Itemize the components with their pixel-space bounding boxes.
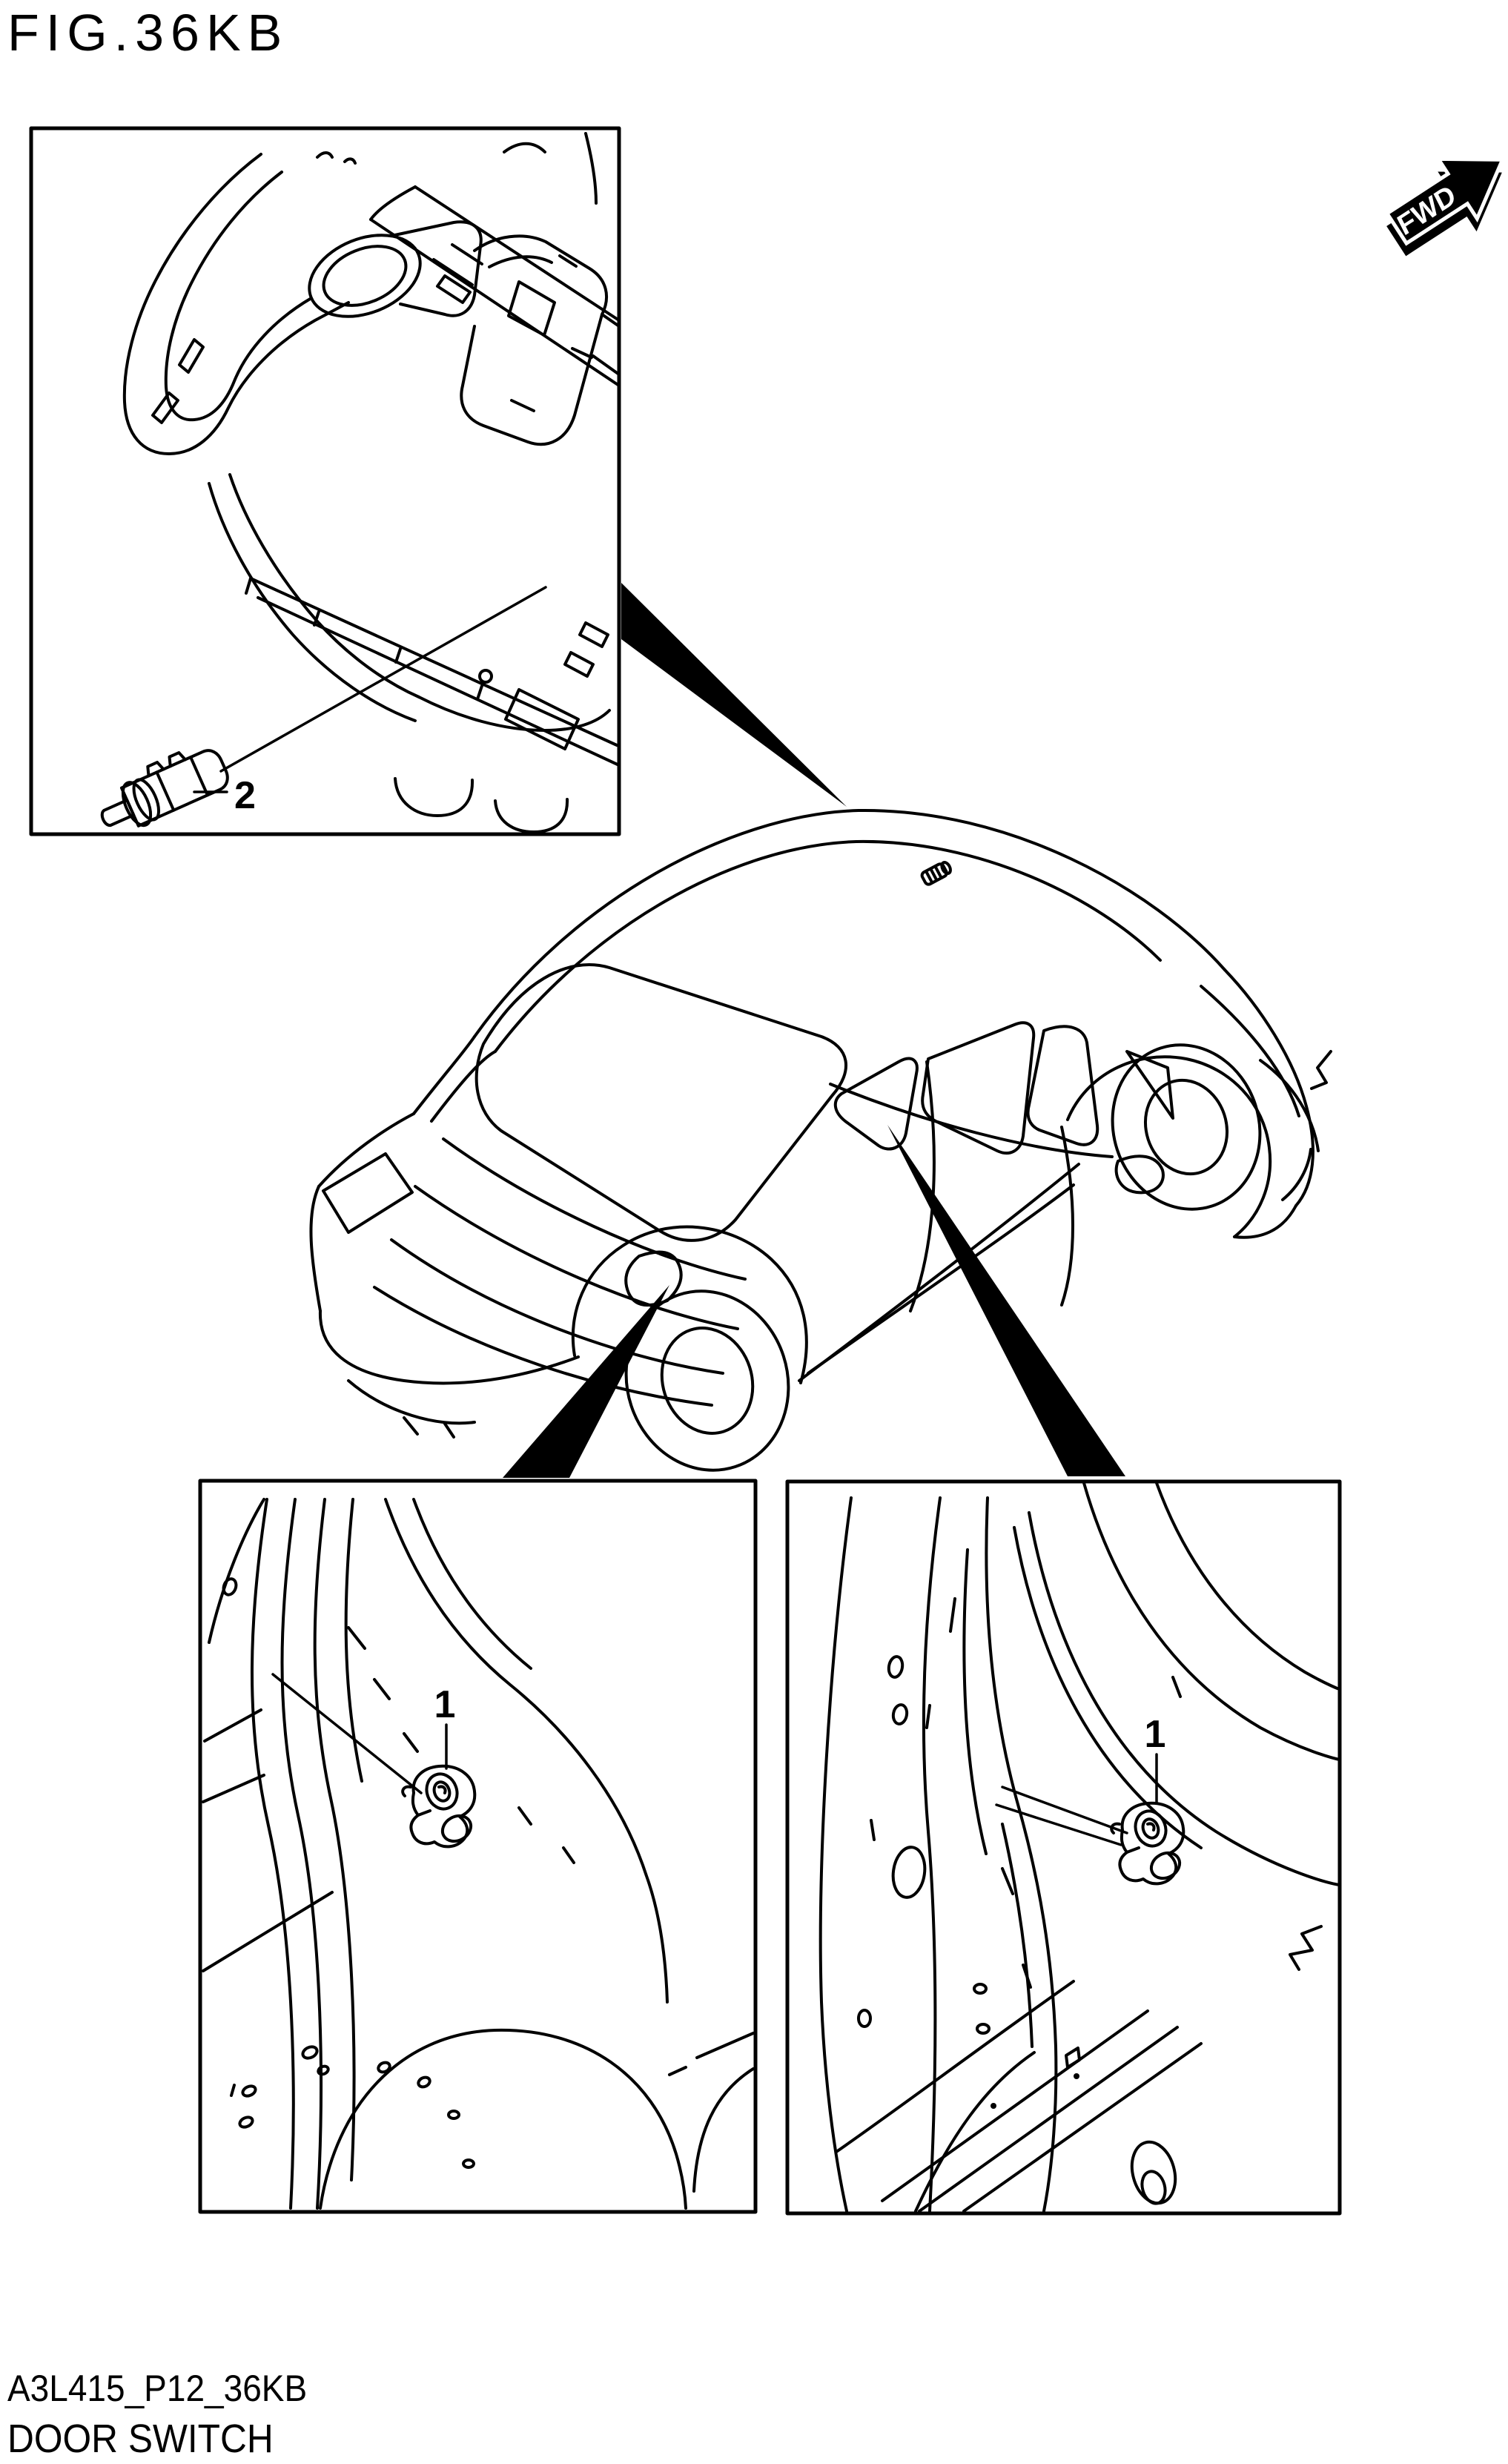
callout-label-panel-switch: 2 (234, 774, 256, 817)
rear-switch-leader-diagonal (271, 1673, 423, 1794)
center-switch-leader-diagonal-1 (1001, 1786, 1128, 1834)
drawing-code: A3L415_P12_36KB (7, 2368, 308, 2409)
center-switch-leader-diagonal-2 (995, 1803, 1122, 1846)
pointer-arrow-to-roof (621, 583, 847, 807)
pointer-arrow-to-rear-pillar (503, 1285, 669, 1478)
door-switch-part-1-rear (401, 1764, 477, 1849)
roof-switch-glyph (920, 861, 952, 886)
pointer-arrow-to-center-pillar (887, 1125, 1125, 1476)
fwd-arrow-icon: FWD (1384, 156, 1506, 257)
inset-rear-pillar (198, 1479, 758, 2214)
callout-label-center-switch: 1 (1145, 1713, 1166, 1756)
panel-switch-leader-line (219, 586, 547, 773)
figure-title: FIG.36KB (7, 4, 289, 62)
door-switch-part-1-center (1110, 1801, 1185, 1886)
inset-center-pillar-border (785, 1479, 1342, 2216)
inset-center-pillar (785, 1479, 1342, 2216)
door-switch-part-2 (100, 749, 229, 828)
inset-instrument-panel-border (29, 126, 621, 836)
vehicle-drawing (309, 808, 1332, 1472)
callout-label-rear-switch: 1 (434, 1683, 456, 1726)
figure-caption: DOOR SWITCH (7, 2417, 274, 2461)
inset-instrument-panel (29, 126, 621, 836)
inset-rear-pillar-border (198, 1479, 758, 2214)
